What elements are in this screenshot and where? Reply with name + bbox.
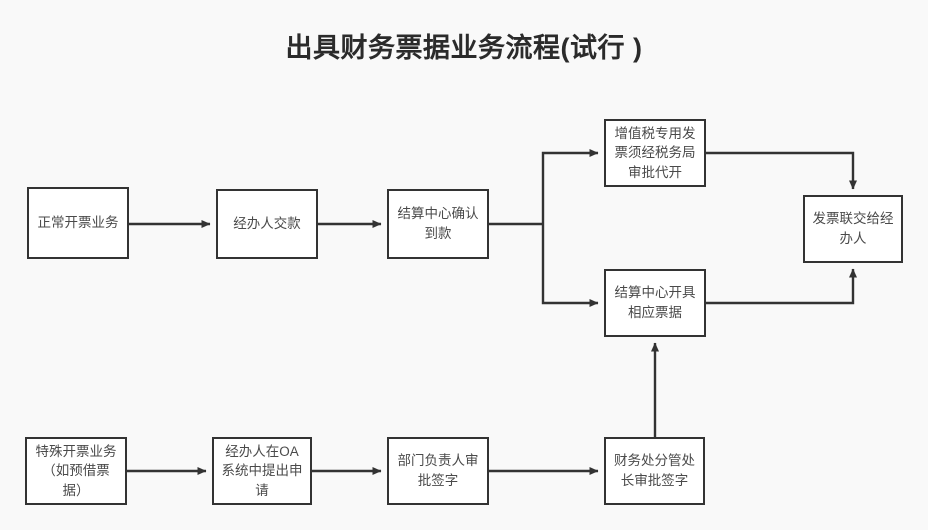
node-label: 经办人在OA系统中提出申请 — [221, 443, 303, 498]
node-label: 增值税专用发票须经税务局审批代开 — [614, 125, 696, 180]
node-label: 经办人交款 — [233, 216, 301, 232]
connector-settlement-issue-to-invoice-to-handler — [706, 268, 857, 305]
node-settlement-issue[interactable]: 结算中心开具相应票据 — [604, 269, 706, 337]
node-invoice-to-handler[interactable]: 发票联交给经办人 — [803, 195, 903, 263]
node-vat-special-invoice[interactable]: 增值税专用发票须经税务局审批代开 — [604, 119, 706, 187]
node-finance-approval[interactable]: 财务处分管处长审批签字 — [604, 437, 705, 505]
node-dept-approval[interactable]: 部门负责人审批签字 — [387, 437, 489, 505]
node-settlement-confirm[interactable]: 结算中心确认到款 — [387, 189, 489, 259]
connector-branch-to-vat-special-invoice — [541, 149, 599, 224]
connector-branch-to-settlement-issue — [541, 224, 599, 307]
node-label: 部门负责人审批签字 — [397, 453, 479, 488]
connector-vat-special-invoice-to-invoice-to-handler — [706, 151, 857, 190]
node-oa-application[interactable]: 经办人在OA系统中提出申请 — [212, 437, 312, 505]
node-normal-invoice[interactable]: 正常开票业务 — [27, 187, 129, 259]
node-label: 结算中心确认到款 — [397, 206, 479, 241]
node-handler-payment[interactable]: 经办人交款 — [216, 189, 318, 259]
node-label: 特殊开票业务（如预借票据） — [35, 443, 117, 498]
node-label: 结算中心开具相应票据 — [614, 285, 696, 320]
page-title: 出具财务票据业务流程(试行 ) — [285, 33, 643, 63]
node-label: 正常开票业务 — [37, 215, 119, 231]
node-label: 财务处分管处长审批签字 — [614, 453, 695, 488]
node-special-invoice[interactable]: 特殊开票业务（如预借票据） — [25, 437, 127, 505]
node-label: 发票联交给经办人 — [812, 211, 894, 246]
